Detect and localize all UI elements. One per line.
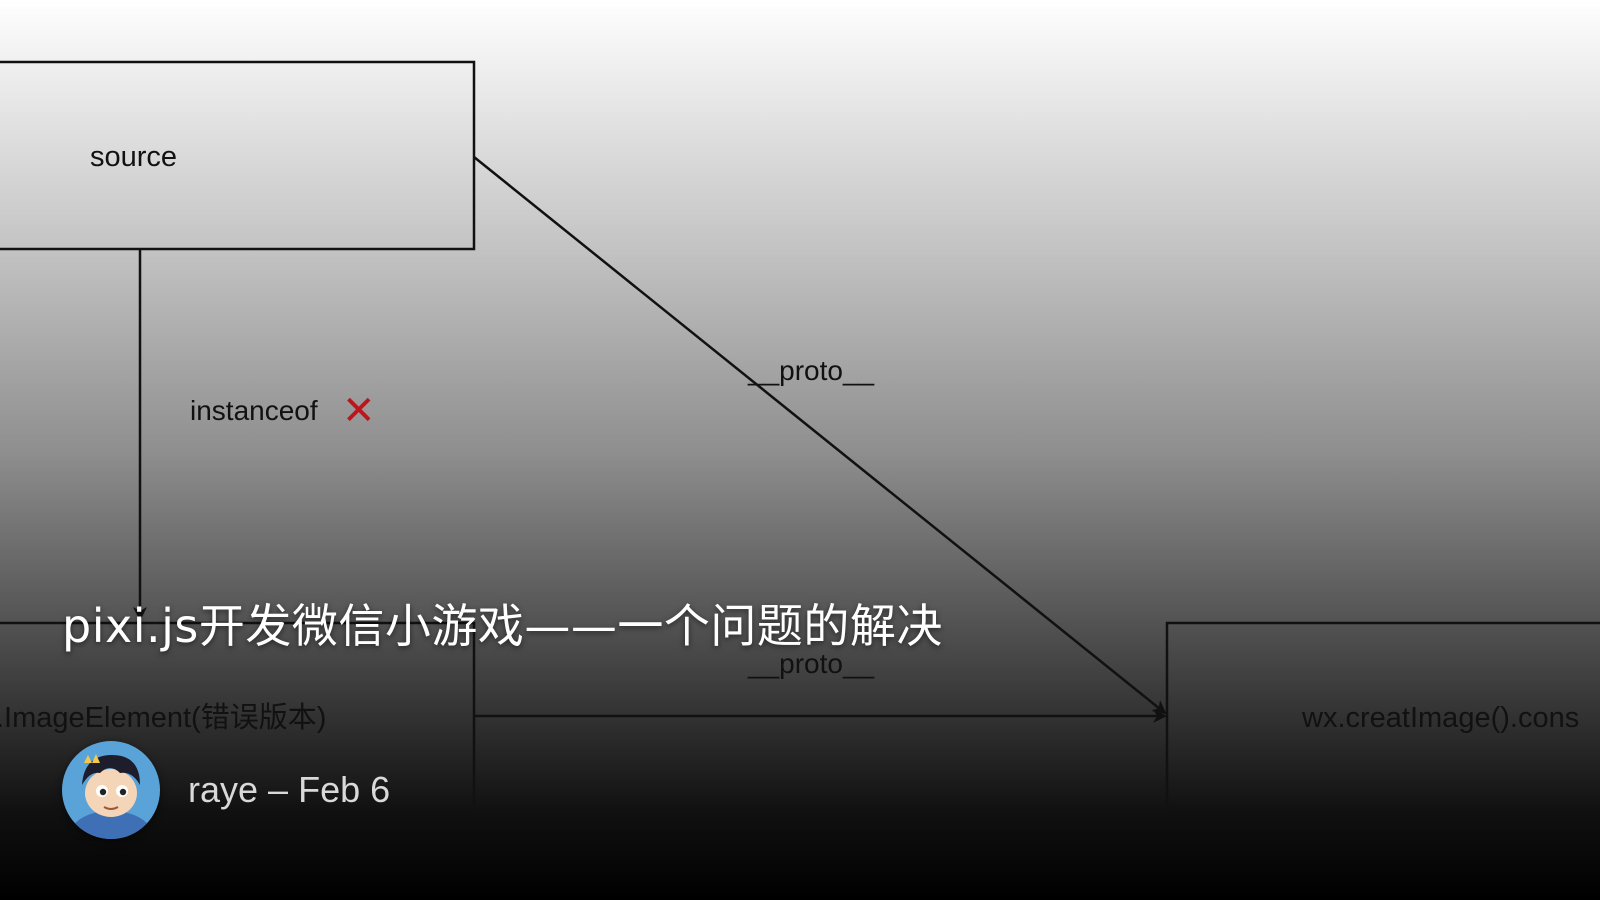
byline: raye – Feb 6	[188, 769, 390, 811]
anime-boy-avatar-icon[interactable]	[62, 741, 160, 839]
article-meta: raye – Feb 6	[62, 740, 390, 840]
proto-diagonal-edge-label: __proto__	[747, 355, 875, 386]
instanceof-edge-label: instanceof	[190, 395, 318, 426]
article-title[interactable]: pixi.js开发微信小游戏——一个问题的解决	[62, 590, 943, 656]
cross-icon: ✕	[342, 389, 376, 433]
source-node-box	[0, 62, 474, 249]
post-date: Feb 6	[298, 769, 390, 810]
byline-separator: –	[268, 769, 288, 810]
image-element-node-label: .ImageElement(错误版本)	[0, 701, 326, 734]
author-name[interactable]: raye	[188, 769, 258, 810]
source-node-label: source	[90, 141, 177, 173]
wx-image-node-label: wx.creatImage().cons	[1301, 702, 1579, 734]
